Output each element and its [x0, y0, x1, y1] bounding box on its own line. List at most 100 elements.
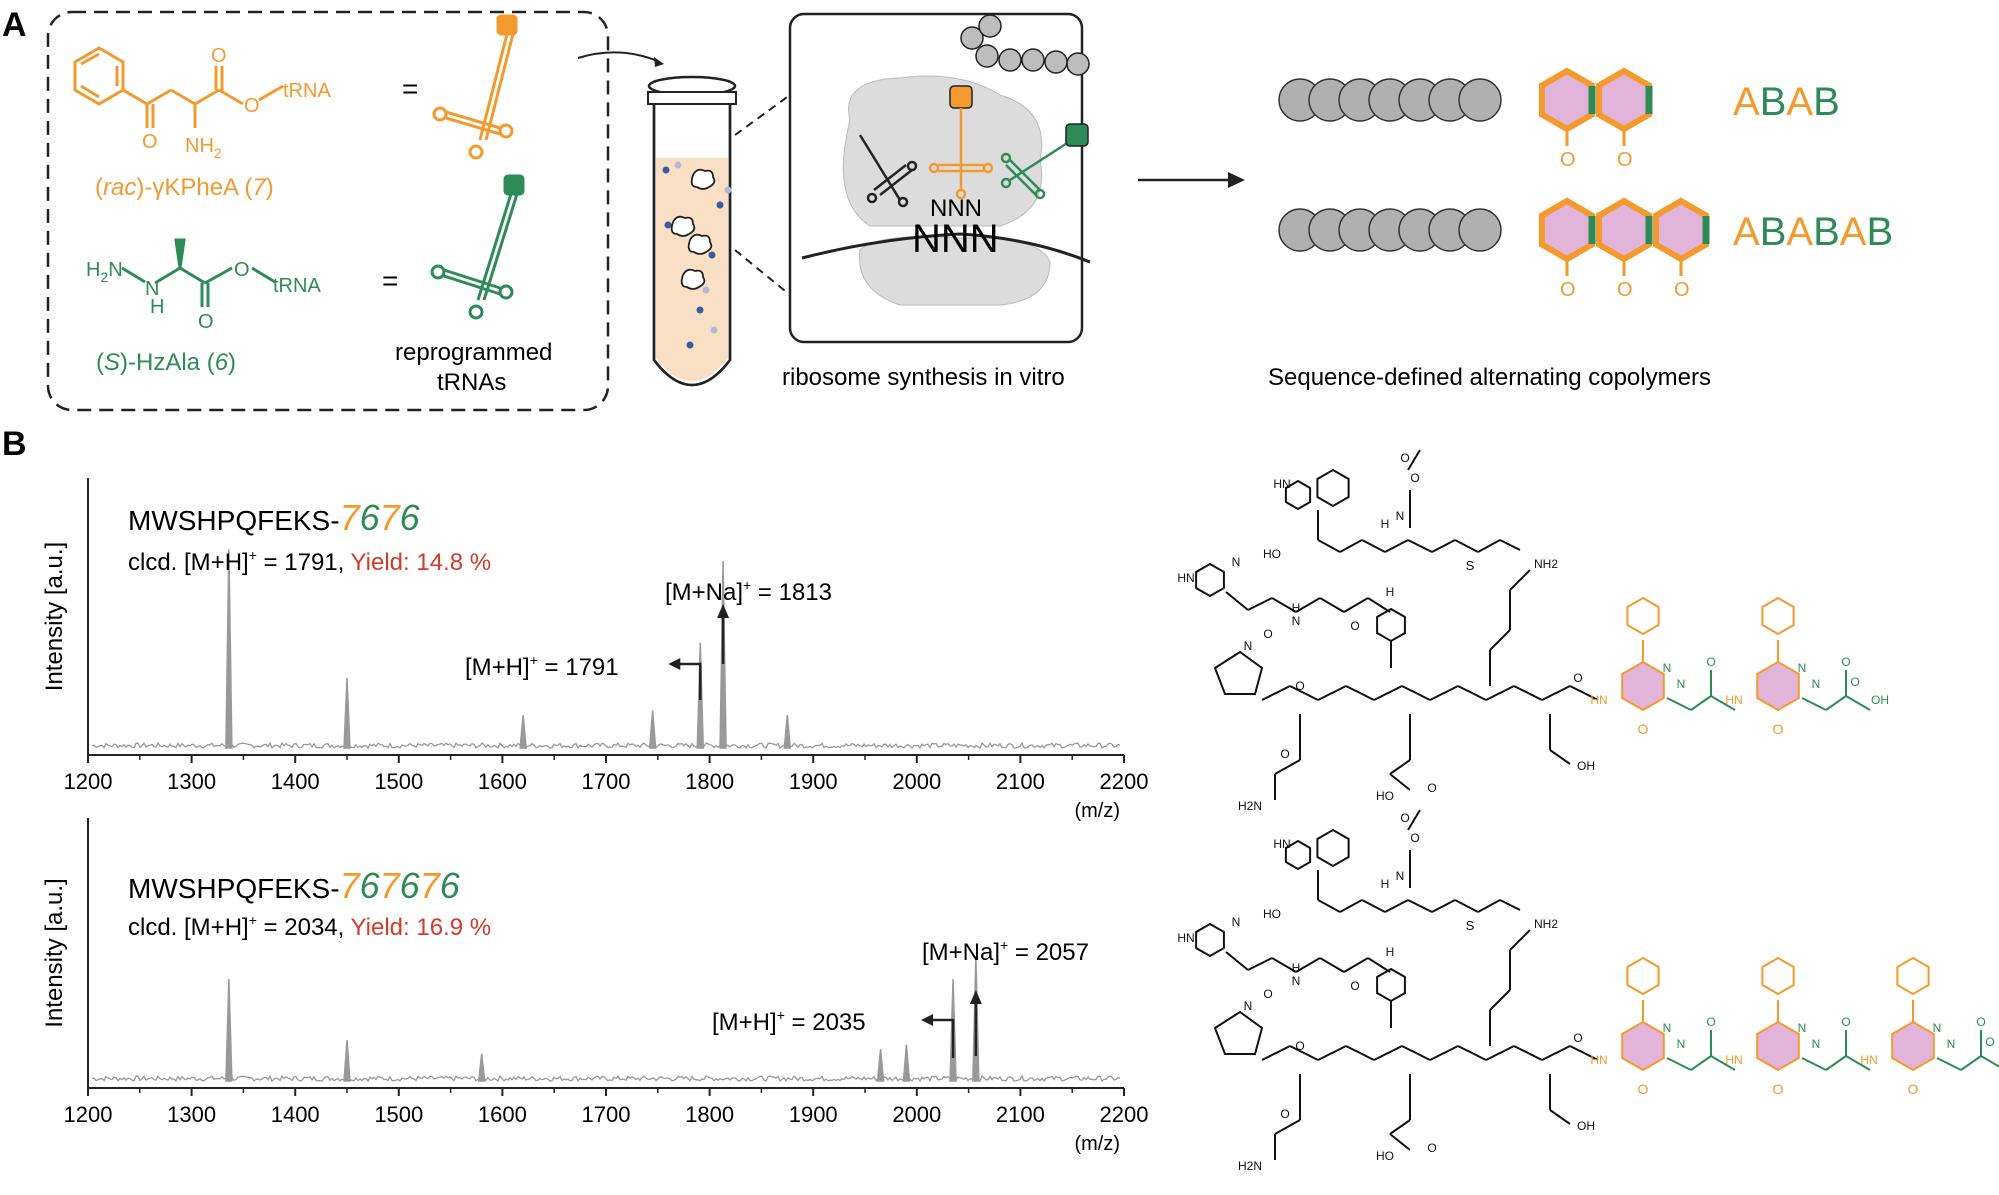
atom-label: O [1573, 1031, 1582, 1045]
x-tick-label: 1600 [478, 769, 527, 794]
ring [1621, 1020, 1665, 1072]
bond [1513, 1045, 1543, 1061]
bond [1339, 899, 1363, 913]
bond [1407, 899, 1433, 913]
spectrum-peak [876, 1049, 885, 1082]
bond [1389, 1133, 1411, 1151]
spectrum-peak [519, 715, 527, 749]
atom-label: HO [1376, 1149, 1394, 1163]
ann-mh-2: [M+H]+ = 2035 [712, 1007, 866, 1036]
bond [1247, 957, 1273, 971]
x-tick-label: 1400 [271, 1102, 320, 1127]
atom-label: N [1812, 1037, 1821, 1051]
atom-label: N [1232, 555, 1241, 569]
atom-label: O [1976, 1015, 1985, 1029]
c6-nh-h: H [150, 296, 164, 318]
bond [1499, 899, 1521, 911]
atom-label: N [1798, 1021, 1807, 1035]
calcd-label-2: clcd. [M+H]+ = 2034, Yield: 16.9 % [128, 912, 491, 941]
atom-label: N [1812, 677, 1821, 691]
bond [1431, 899, 1456, 913]
ribosome-icon [801, 14, 1091, 306]
x-tick-label: 1700 [582, 769, 631, 794]
atom-label: HO [1263, 907, 1281, 921]
x-tick-label: 1900 [789, 1102, 838, 1127]
ring [1756, 1020, 1800, 1072]
c7-name: (rac)-γKPheA (7) [95, 174, 274, 201]
bond [1489, 989, 1511, 1011]
seq-label-1: MWSHPQFEKS-7676 [128, 497, 421, 538]
atom-label: O [1573, 671, 1582, 685]
bond [1569, 1045, 1599, 1061]
curved-arrow-icon [577, 51, 661, 63]
bond [1845, 695, 1871, 711]
peptide-structure-1: HNHNOSOHNNHONHOHNOOH2NOHOONH2OHOHNONNOHN… [1177, 449, 1889, 813]
ring [1316, 828, 1350, 868]
x-tick-label: 1800 [685, 1102, 734, 1127]
atom-label: NH2 [1534, 557, 1558, 571]
carbonyl-o: O [1560, 279, 1576, 301]
ann-arrow-left [678, 662, 702, 700]
chain-bead [1458, 208, 1502, 252]
hexamer-ring [1538, 67, 1596, 133]
ring [1626, 596, 1660, 636]
bond [1367, 597, 1391, 613]
x-tick-label: 1800 [685, 769, 734, 794]
c6-trna: tRNA [273, 275, 321, 297]
c7-carbonyl-o: O [211, 45, 227, 67]
spectrum-peak [477, 1053, 486, 1082]
x-tick-label: 2100 [996, 1102, 1045, 1127]
bond [1489, 629, 1511, 651]
bond [1295, 597, 1321, 613]
bond [1541, 685, 1571, 701]
atom-label: N [1396, 869, 1405, 883]
atom-label: HN [1177, 931, 1194, 945]
bond [1295, 957, 1321, 973]
atom-label: N [1292, 614, 1301, 628]
calcd-label-1: clcd. [M+H]+ = 1791, Yield: 14.8 % [128, 547, 491, 576]
bond [1225, 951, 1249, 971]
bond [1710, 695, 1736, 711]
ann-mna-1: [M+Na]+ = 1813 [665, 577, 832, 606]
atom-label: N [1232, 915, 1241, 929]
bond [1845, 1055, 1871, 1071]
x-tick-label: 1200 [64, 1102, 113, 1127]
spectrum-peak [225, 978, 233, 1082]
atom-label: H [1386, 945, 1395, 959]
atom-label: H2N [1238, 1159, 1262, 1173]
c7-trna: tRNA [283, 80, 331, 102]
atom-label: HN [1273, 837, 1290, 851]
hexamer-ring [1595, 67, 1653, 133]
c6-nh: N [145, 278, 159, 300]
atom-label: O [1350, 619, 1359, 633]
atom-label: O [1400, 451, 1409, 465]
seq-label-2: MWSHPQFEKS-767676 [128, 865, 461, 906]
bond [1666, 697, 1692, 711]
equals-1: = [402, 73, 418, 104]
atom-label: N [1663, 1021, 1672, 1035]
bond [1509, 929, 1531, 951]
ring [1761, 596, 1795, 636]
spectrum-peak [783, 715, 792, 749]
bond [1549, 749, 1571, 765]
c6-h2n: H2N [86, 259, 123, 285]
x-axis-label: (m/z) [1074, 800, 1120, 822]
bond [1569, 685, 1599, 701]
bond [1407, 809, 1421, 831]
arrow-right-head-icon [1228, 172, 1245, 188]
bond [1345, 685, 1375, 701]
bond [1319, 597, 1345, 613]
bond [1317, 899, 1341, 913]
ann-arrowhead-up-icon [969, 990, 982, 1004]
bond [1389, 1119, 1411, 1135]
bond [1274, 759, 1301, 775]
bond [1345, 1045, 1375, 1061]
x-tick-label: 2200 [1100, 1102, 1149, 1127]
bond [1980, 1055, 1999, 1068]
bond [1361, 899, 1386, 913]
atom-label: O [1280, 747, 1289, 761]
bond [1367, 957, 1391, 973]
atom-label: HO [1376, 789, 1394, 803]
